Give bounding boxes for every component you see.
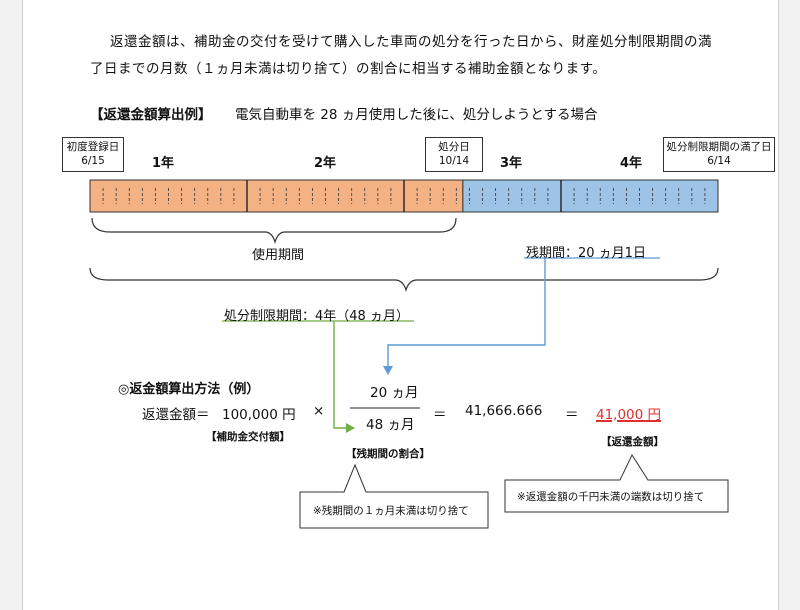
used-period-label: 使用期間 <box>252 248 305 263</box>
remaining-segment <box>462 179 719 213</box>
restriction-arrow <box>333 321 348 429</box>
page-border-right <box>778 0 779 610</box>
multiply-sign: × <box>313 403 325 419</box>
end-date-label: 処分制限期間の満了日 <box>666 141 772 153</box>
disposal-date-label: 処分日 <box>438 141 470 153</box>
used-period-bar <box>89 179 464 213</box>
subsidy-amount: 100,000 円 <box>222 407 296 423</box>
example-description: 電気自動車を 28 ヵ月使用した後に、処分しようとする場合 <box>235 107 598 123</box>
equals-sign-2: ＝ <box>565 407 579 423</box>
equals-sign-1: ＝ <box>433 407 447 423</box>
intro-line-1: 返還金額は、補助金の交付を受けて購入した車両の処分を行った日から、財産処分制限期… <box>110 34 712 50</box>
start-date-value: 6/15 <box>81 155 105 167</box>
remaining-period-label: 残期間：20 ヵ月1日 <box>526 246 646 261</box>
year-label-4: 4年 <box>620 156 643 171</box>
start-date-box: 初度登録日 6/15 <box>62 137 124 172</box>
ratio-callout-text: ※残期間の１ヵ月未満は切り捨て <box>313 505 469 517</box>
result-callout-bubble <box>504 453 729 513</box>
example-title: 【返還金額算出例】 <box>90 107 212 123</box>
page-border-left <box>22 0 23 610</box>
disposal-date-box: 処分日 10/14 <box>425 137 483 172</box>
start-date-label: 初度登録日 <box>66 141 120 153</box>
ratio-note: 【残期間の割合】 <box>346 448 430 460</box>
intermediate-value: 41,666.666 <box>465 403 543 419</box>
intro-line-2: 了日までの月数（１ヵ月未満は切り捨て）の割合に相当する補助金額となります。 <box>90 61 607 77</box>
restriction-arrowhead <box>346 423 355 433</box>
disposal-date-value: 10/14 <box>438 155 470 167</box>
calc-heading: ◎返金額算出方法（例） <box>118 382 260 397</box>
ratio-callout-bubble <box>299 463 489 529</box>
year-label-3: 3年 <box>500 156 523 171</box>
end-date-box: 処分制限期間の満了日 6/14 <box>663 137 775 172</box>
remaining-arrow <box>387 258 546 368</box>
fraction-numerator: 20 ヵ月 <box>370 385 419 401</box>
fraction-denominator: 48 ヵ月 <box>366 417 415 433</box>
result-callout-text: ※返還金額の千円未満の端数は切り捨て <box>517 491 705 503</box>
remaining-period-bar <box>462 179 719 213</box>
month-ticks <box>102 180 706 212</box>
full-period-brace <box>89 267 719 293</box>
calc-lhs: 返還金額＝ <box>142 407 210 423</box>
end-date-value: 6/14 <box>707 155 731 167</box>
year-label-2: 2年 <box>314 156 337 171</box>
result-note: 【返還金額】 <box>601 436 664 448</box>
result-amount: 41,000 円 <box>596 407 662 423</box>
used-segment <box>89 179 464 213</box>
year-label-1: 1年 <box>152 156 175 171</box>
restriction-period-label: 処分制限期間：4年（48 ヵ月） <box>224 309 409 324</box>
remaining-arrowhead <box>383 366 393 375</box>
subsidy-note: 【補助金交付額】 <box>206 431 290 443</box>
used-period-brace <box>91 217 457 245</box>
